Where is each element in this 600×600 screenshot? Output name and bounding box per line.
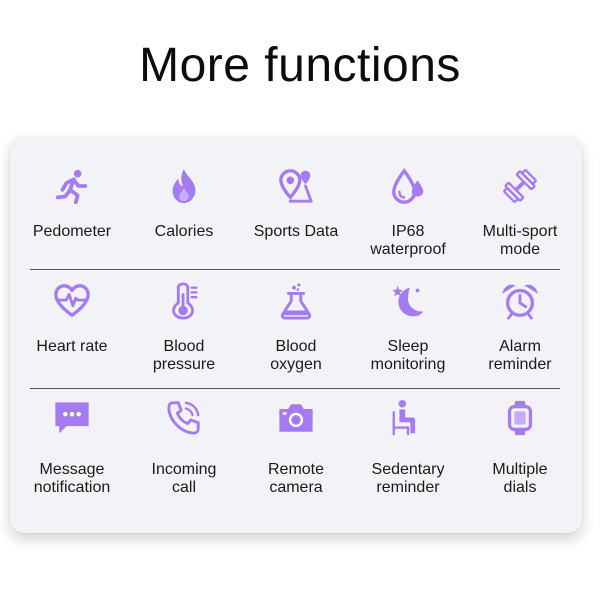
function-label-line1: Message <box>39 461 105 478</box>
water-drops-icon <box>354 167 462 205</box>
dumbbell-icon <box>466 167 574 205</box>
function-label-line2: mode <box>499 241 541 258</box>
function-label-line2: notification <box>33 479 111 496</box>
function-label-line1: Multi-sport <box>482 223 558 240</box>
moon-star-icon <box>354 282 462 320</box>
flask-icon <box>242 282 350 320</box>
functions-card: Pedometer Calories <box>10 137 582 533</box>
function-label-line1: Pedometer <box>32 223 112 240</box>
page-title: More functions <box>139 39 461 92</box>
functions-row-3: Message notification Incoming call <box>10 399 582 515</box>
function-label-line1: Incoming <box>151 461 217 478</box>
function-sedentary: Sedentary reminder <box>354 399 462 515</box>
function-sleep: Sleep monitoring <box>354 282 462 398</box>
function-sports-data: Sports Data <box>242 167 350 283</box>
functions-row-2: Heart rate Blood pressure <box>10 282 582 398</box>
function-heart-rate: Heart rate <box>18 282 126 398</box>
function-pedometer: Pedometer <box>18 167 126 283</box>
function-label-line1: Blood <box>163 338 205 355</box>
function-multi-sport: Multi-sport mode <box>466 167 574 283</box>
function-label-line1: Alarm <box>499 338 541 355</box>
function-waterproof: IP68 waterproof <box>354 167 462 283</box>
function-label-line1: Sports Data <box>253 223 339 240</box>
flame-icon <box>130 167 238 205</box>
function-label-line2: reminder <box>376 479 440 496</box>
heart-pulse-icon <box>18 282 126 320</box>
smartwatch-icon <box>466 399 574 437</box>
function-label-line1: Sleep <box>387 338 429 355</box>
function-label-line1: Multiple <box>492 461 548 478</box>
function-remote-camera: Remote camera <box>242 399 350 515</box>
alarm-clock-icon <box>466 282 574 320</box>
function-incoming-call: Incoming call <box>130 399 238 515</box>
camera-icon <box>242 399 350 437</box>
seated-person-icon <box>354 399 462 437</box>
function-label-line2: waterproof <box>370 241 446 258</box>
function-label-line1: Heart rate <box>36 338 108 355</box>
function-label-line2: camera <box>269 479 323 496</box>
row-divider <box>30 388 560 389</box>
function-multiple-dials: Multiple dials <box>466 399 574 515</box>
running-person-icon <box>18 167 126 205</box>
functions-row-1: Pedometer Calories <box>10 167 582 283</box>
thermometer-icon <box>130 282 238 320</box>
map-pin-icon <box>242 167 350 205</box>
function-blood-pressure: Blood pressure <box>130 282 238 398</box>
function-label-line1: Sedentary <box>371 461 445 478</box>
phone-call-icon <box>130 399 238 437</box>
function-alarm: Alarm reminder <box>466 282 574 398</box>
function-message: Message notification <box>18 399 126 515</box>
function-label-line1: Remote <box>267 461 325 478</box>
function-label-line1: Blood <box>275 338 317 355</box>
function-label-line2: reminder <box>488 356 552 373</box>
function-blood-oxygen: Blood oxygen <box>242 282 350 398</box>
function-label-line2: oxygen <box>270 356 322 373</box>
function-label-line2: monitoring <box>370 356 446 373</box>
row-divider <box>30 269 560 270</box>
function-label-line2: pressure <box>152 356 216 373</box>
message-bubble-icon <box>18 399 126 437</box>
function-label-line2: dials <box>503 479 537 496</box>
function-label-line1: Calories <box>154 223 214 240</box>
function-label-line2: call <box>171 479 196 496</box>
function-label-line1: IP68 <box>391 223 425 240</box>
function-calories: Calories <box>130 167 238 283</box>
